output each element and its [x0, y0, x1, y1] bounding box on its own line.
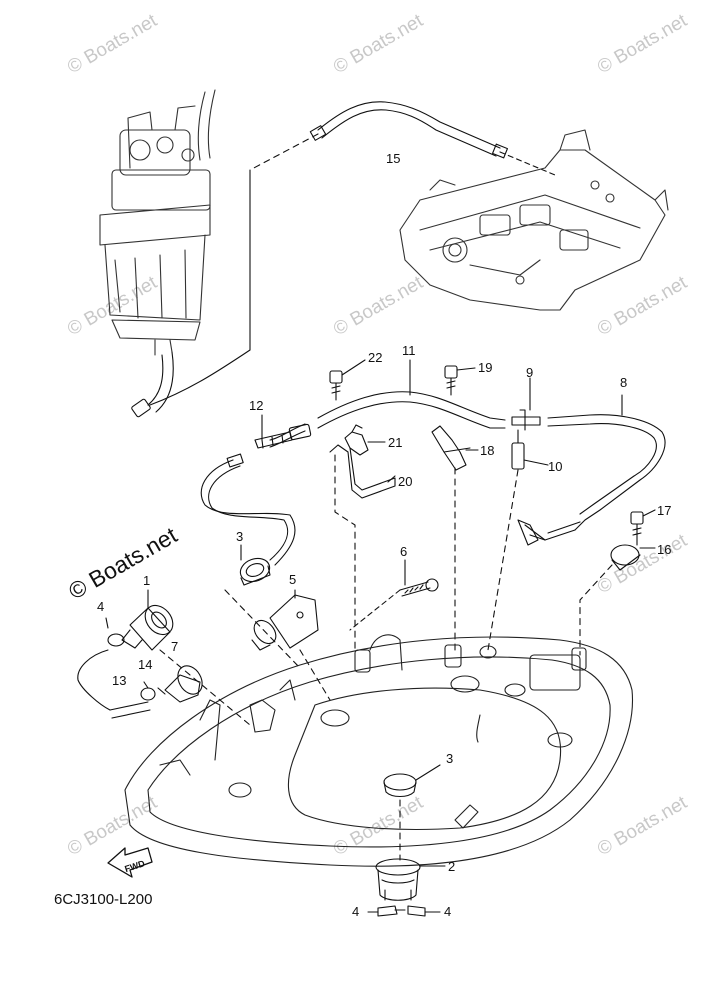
connector-12	[254, 414, 312, 449]
callout-5: 5	[289, 572, 296, 587]
fitting-7	[157, 665, 203, 703]
clamp-4-bottom-right	[407, 905, 441, 917]
tee-9	[511, 377, 541, 431]
bolt-19	[444, 365, 476, 396]
callout-9: 9	[526, 365, 533, 380]
bottom-cowling	[124, 634, 634, 867]
fitting-5	[251, 589, 319, 651]
callout-10: 10	[548, 459, 562, 474]
grommet-3-upper	[239, 544, 271, 586]
callout-21: 21	[388, 435, 402, 450]
bolt-22	[329, 359, 366, 401]
callout-8: 8	[620, 375, 627, 390]
callout-14: 14	[138, 657, 152, 672]
callout-17: 17	[657, 503, 671, 518]
bolt-17	[630, 509, 656, 546]
callout-3: 3	[236, 529, 243, 544]
callout-4: 4	[352, 904, 359, 919]
clamp-16	[579, 544, 656, 656]
fitting-1	[121, 589, 174, 651]
engine-base-plate	[399, 129, 669, 311]
bracket-20	[329, 444, 396, 651]
fwd-arrow-icon	[107, 847, 153, 878]
callout-20: 20	[398, 474, 412, 489]
clamp-14	[140, 681, 156, 701]
callout-7: 7	[171, 639, 178, 654]
fwd-label: FWD	[123, 858, 146, 874]
clamp-4-left	[105, 617, 125, 647]
callout-22: 22	[368, 350, 382, 365]
clamp-4-bottom-left	[367, 905, 406, 917]
grommet-2	[375, 858, 446, 901]
callout-11: 11	[402, 343, 416, 358]
callout-16: 16	[657, 542, 671, 557]
callout-1: 1	[143, 573, 150, 588]
separator-outlet-hose	[131, 351, 174, 418]
callout-4: 4	[444, 904, 451, 919]
callout-15: 15	[386, 151, 400, 166]
vapor-separator-assembly	[99, 89, 216, 356]
callout-4: 4	[97, 599, 104, 614]
hose-8	[517, 394, 666, 546]
hose-15	[149, 101, 556, 406]
callout-13: 13	[112, 673, 126, 688]
screw-6	[349, 559, 439, 631]
hose-13	[77, 649, 151, 719]
hose-11	[269, 359, 506, 448]
hose-loop-left	[200, 453, 296, 566]
diagram-code: 6CJ3100-L200	[54, 891, 153, 908]
bracket-18	[431, 425, 479, 651]
callout-3: 3	[446, 751, 453, 766]
callout-12: 12	[249, 398, 263, 413]
callout-2: 2	[448, 859, 455, 874]
tube-10	[511, 429, 549, 470]
callout-18: 18	[480, 443, 494, 458]
callout-6: 6	[400, 544, 407, 559]
callout-19: 19	[478, 360, 492, 375]
clip-21	[344, 424, 386, 456]
grommet-3-lower	[383, 764, 441, 861]
